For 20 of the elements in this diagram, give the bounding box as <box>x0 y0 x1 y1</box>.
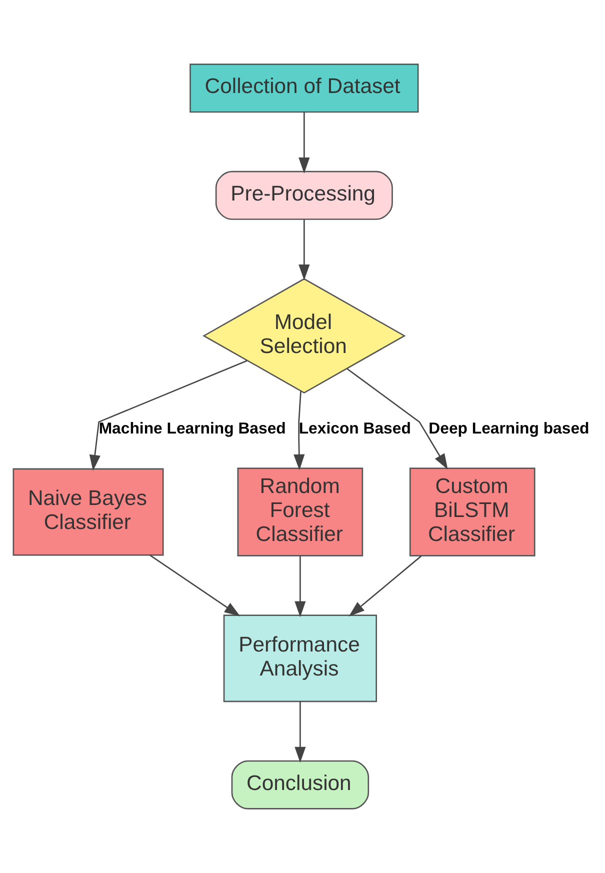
arrow <box>294 556 306 618</box>
edge-label: Machine Learning Based <box>98 420 286 438</box>
node-box: Random Forest Classifier <box>237 468 364 556</box>
node-box: Naive Bayes Classifier <box>12 468 164 556</box>
node-box: Conclusion <box>231 760 370 810</box>
node-box: Performance Analysis <box>223 614 377 702</box>
node-box: Custom BiLSTM Classifier <box>409 468 536 556</box>
node-diamond: Model Selection <box>202 278 406 394</box>
arrow <box>89 360 248 471</box>
arrow <box>298 220 310 280</box>
arrow <box>298 112 310 174</box>
edge-label: Deep Learning based <box>428 420 590 438</box>
arrow <box>294 702 306 763</box>
edge-label: Lexicon Based <box>298 420 411 438</box>
arrow <box>346 368 448 470</box>
arrow <box>150 554 240 616</box>
node-box: Pre-Processing <box>215 170 393 220</box>
arrow <box>294 391 305 470</box>
node-box: Collection of Dataset <box>190 64 419 113</box>
arrow <box>348 556 422 616</box>
